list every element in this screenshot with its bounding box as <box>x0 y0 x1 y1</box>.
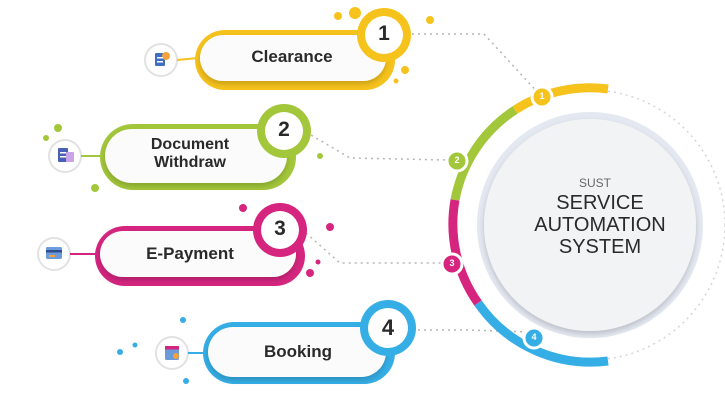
hub-circle <box>484 119 696 331</box>
step-4 <box>117 300 416 384</box>
step-3 <box>37 203 334 286</box>
arc-marker-1 <box>530 85 554 109</box>
hub-title-line-2: AUTOMATION <box>534 214 666 236</box>
hub-subtitle: SUST <box>578 176 611 190</box>
step-2 <box>43 104 323 192</box>
arc-segment-2 <box>450 106 518 201</box>
payment-icon <box>46 247 62 259</box>
step-1-number: 1 <box>378 22 390 45</box>
step-1-label: Clearance <box>251 47 333 66</box>
connector-1 <box>412 33 541 96</box>
connector-3 <box>305 232 448 264</box>
step-3-number-disc <box>261 211 299 249</box>
hub-arc <box>448 83 609 367</box>
hub-title-line-3: SYSTEM <box>558 236 642 258</box>
arc-segment-1 <box>512 83 609 114</box>
step-3-number: 3 <box>274 217 286 240</box>
step-4-label: Booking <box>264 342 332 361</box>
step-4-number: 4 <box>381 315 395 340</box>
step-1 <box>144 7 434 90</box>
step-3-pill <box>100 231 296 277</box>
clearance-icon <box>155 52 170 66</box>
step-3-label: E-Payment <box>146 244 234 263</box>
step-4-pill <box>208 327 386 377</box>
step-1-icon-stem <box>176 57 199 61</box>
step-2-number-disc <box>265 112 303 150</box>
arc-markers <box>440 85 554 350</box>
step-2-pill <box>105 129 287 183</box>
arc-segment-3 <box>448 199 482 306</box>
connector-4 <box>412 329 531 333</box>
document-icon <box>58 148 74 162</box>
step-2-number: 2 <box>278 118 290 141</box>
arc-marker-4-number: 4 <box>531 332 537 342</box>
arc-marker-2 <box>445 149 469 173</box>
connector-2 <box>305 131 449 161</box>
step-4-number-disc <box>368 308 408 348</box>
arc-marker-1-number: 1 <box>539 91 545 101</box>
step-2-label: Document Withdraw <box>150 136 230 171</box>
arc-segment-4 <box>474 300 609 367</box>
arc-marker-3-number: 3 <box>449 258 455 268</box>
arc-marker-3 <box>440 252 464 276</box>
step-1-pill <box>200 35 386 81</box>
arc-marker-4 <box>522 326 546 350</box>
arc-marker-2-number: 2 <box>454 155 460 165</box>
booking-icon <box>165 346 179 360</box>
step-1-number-disc <box>365 16 403 54</box>
hub-title-line-1: SERVICE <box>556 192 644 214</box>
